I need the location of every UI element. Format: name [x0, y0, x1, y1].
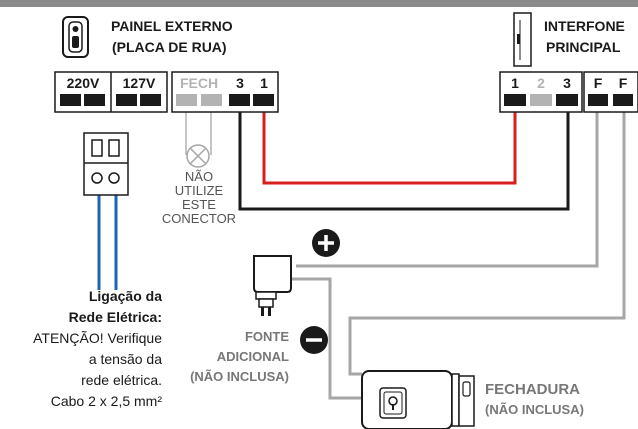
- gray-wire-minus: [291, 277, 362, 400]
- intercom-terminal-block-lock: [583, 71, 638, 113]
- intercom-handset-icon: [513, 12, 532, 67]
- terminal-label-intercom-1: 1: [511, 75, 519, 91]
- terminal-label-intercom-f1: F: [594, 75, 603, 91]
- panel-terminal-block-power: [54, 71, 168, 113]
- warning-line-1: NÃO: [185, 169, 213, 184]
- panel-title: PAINEL EXTERNO: [111, 18, 233, 34]
- intercom-terminal-block-main: [499, 71, 583, 113]
- panel-subtitle: (PLACA DE RUA): [112, 39, 227, 55]
- warning-line-4: CONECTOR: [162, 211, 236, 226]
- terminal-label-intercom-2: 2: [537, 75, 545, 91]
- warning-line-3: ESTE: [182, 197, 216, 212]
- mains-connector-icon: [83, 132, 129, 196]
- terminal-label-intercom-3: 3: [563, 75, 571, 91]
- power-note-title: Ligação da: [89, 288, 162, 304]
- terminal-label-fech: FECH: [180, 75, 218, 91]
- electric-lock-icon: [361, 370, 475, 429]
- terminal-label-intercom-f2: F: [619, 75, 628, 91]
- gray-wire-plus: [296, 110, 599, 268]
- supply-line-2: ADICIONAL: [217, 349, 289, 364]
- power-note-line-4: Cabo 2 x 2,5 mm²: [51, 393, 163, 409]
- warning-line-2: UTILIZE: [175, 183, 224, 198]
- terminal-label-panel-1: 1: [260, 75, 268, 91]
- lock-title: FECHADURA: [485, 381, 580, 398]
- power-note-line-3: rede elétrica.: [81, 372, 162, 388]
- power-note-subtitle: Rede Elétrica:: [69, 309, 162, 325]
- power-note-line-2: a tensão da: [89, 351, 162, 367]
- panel-terminal-block-signal: [171, 71, 279, 113]
- supply-line-1: FONTE: [245, 329, 289, 344]
- red-wire: [262, 110, 517, 185]
- gray-wire-lock-top: [348, 110, 626, 376]
- lock-subtitle: (NÃO INCLUSA): [485, 402, 584, 417]
- terminal-label-127v: 127V: [123, 75, 156, 91]
- supply-line-3: (NÃO INCLUSA): [190, 369, 289, 384]
- external-panel-icon: [62, 16, 89, 58]
- terminal-label-panel-3: 3: [236, 75, 244, 91]
- lamp-symbol-icon: [186, 144, 210, 168]
- power-supply-icon: [253, 255, 292, 316]
- terminal-label-220v: 220V: [67, 75, 100, 91]
- header-bar: [0, 0, 638, 7]
- power-note-line-1: ATENÇÃO! Verifique: [33, 330, 162, 346]
- intercom-title: INTERFONE: [544, 18, 625, 34]
- black-wire: [238, 110, 570, 211]
- minus-icon: [300, 326, 328, 354]
- plus-icon: [312, 229, 340, 257]
- intercom-subtitle: PRINCIPAL: [546, 39, 621, 55]
